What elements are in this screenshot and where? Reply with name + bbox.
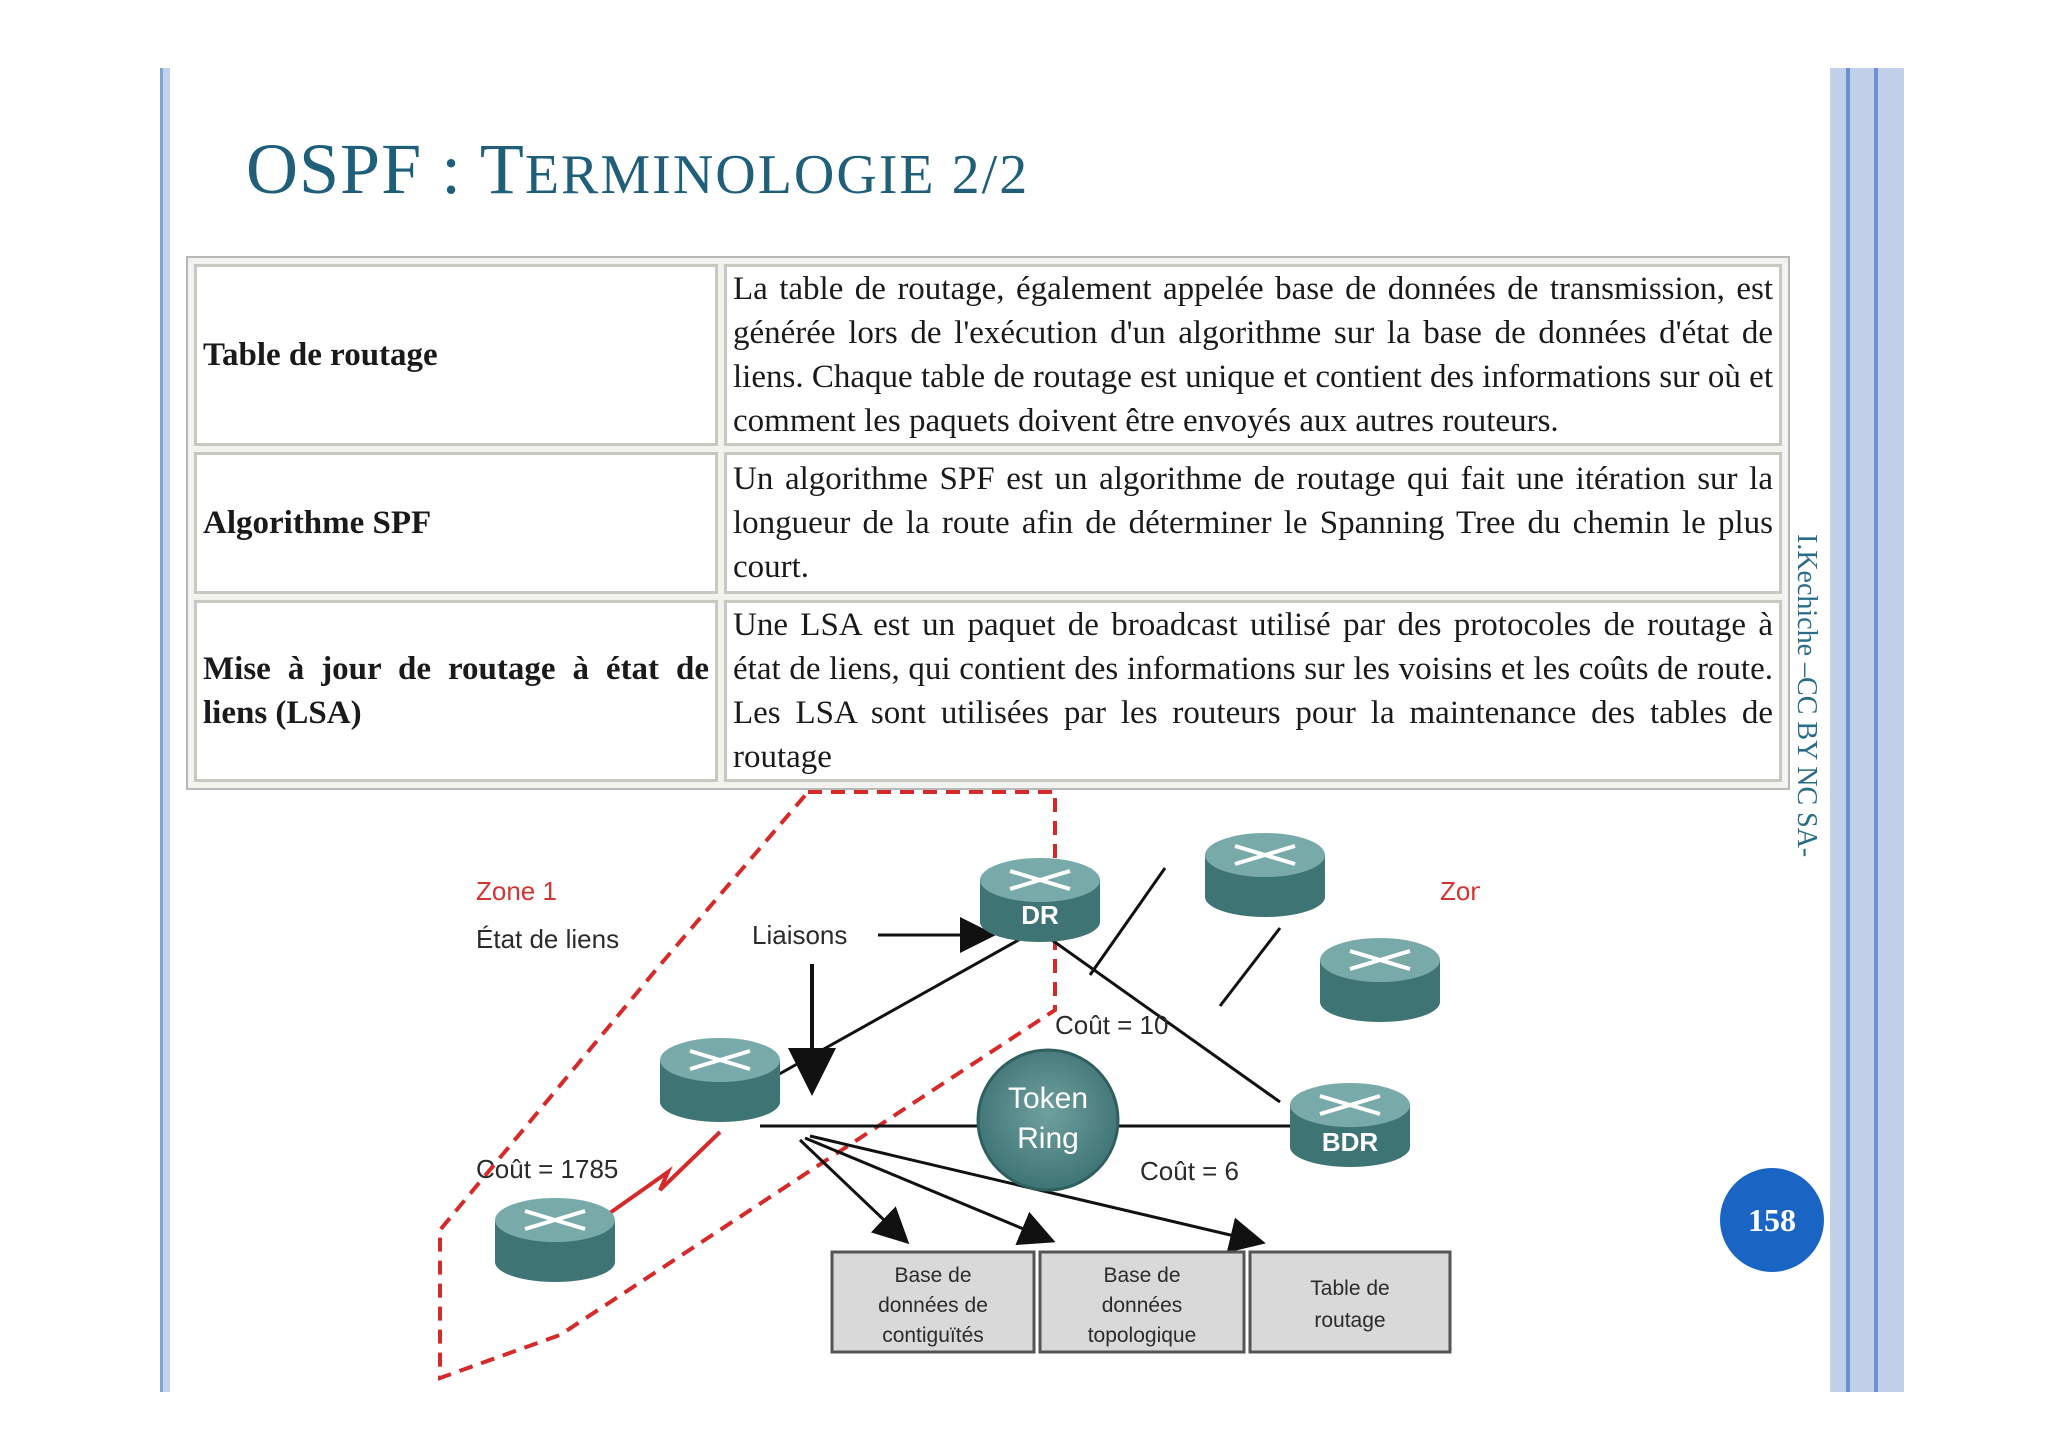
cost-label: Coût = 1785 — [476, 1154, 618, 1184]
left-decorative-bar — [160, 68, 170, 1392]
bdr-router-icon: BDR — [1290, 1083, 1410, 1167]
definition-cell: Un algorithme SPF est un algorithme de r… — [724, 452, 1782, 594]
serial-link-icon — [598, 1130, 722, 1222]
dr-label: DR — [1021, 900, 1059, 930]
router-icon — [1320, 938, 1440, 1022]
link-line — [1034, 926, 1281, 1104]
ospf-network-diagram: DR BDR Token — [400, 780, 1521, 1400]
zone1-label: Zone 1 — [476, 876, 557, 906]
token-ring-icon: Token Ring — [976, 1048, 1120, 1192]
right-decorative-bars — [1830, 68, 1904, 1392]
svg-text:données: données — [1102, 1294, 1183, 1317]
network-diagram-svg: DR BDR Token — [438, 790, 1521, 1381]
svg-text:Base de: Base de — [894, 1264, 971, 1287]
bdr-label: BDR — [1322, 1127, 1379, 1157]
link-line — [764, 926, 1041, 1084]
author-credit: I.Kechiche –CC BY NC SA- — [1791, 534, 1822, 858]
zone1-boundary — [438, 790, 1057, 1381]
link-line — [1088, 867, 1167, 976]
slide-title: OSPF : TERMINOLOGIE 2/2 — [246, 129, 1030, 209]
routing-table-box: Table de routage — [1248, 1250, 1452, 1354]
router-icon — [495, 1198, 615, 1282]
zone0-label: Zone 0 — [1440, 876, 1480, 906]
definition-cell: Une LSA est un paquet de broadcast utili… — [724, 600, 1782, 782]
token-ring-label: Token — [1008, 1082, 1088, 1115]
table-row: Mise à jour de routage à état de liens (… — [194, 600, 1782, 782]
topology-database-box: Base de données topologique — [1038, 1250, 1246, 1354]
cost-label: Coût = 6 — [1140, 1156, 1239, 1186]
token-ring-label: Ring — [1017, 1122, 1079, 1155]
definition-cell: La table de routage, également appelée b… — [724, 264, 1782, 446]
router-icon — [1205, 833, 1325, 917]
link-state-label: État de liens — [476, 924, 619, 954]
arrow-line — [804, 1136, 1056, 1246]
table-row: Algorithme SPF Un algorithme SPF est un … — [194, 452, 1782, 594]
arrow-line — [798, 1138, 910, 1245]
term-cell: Algorithme SPF — [194, 452, 718, 594]
page-number-badge: 158 — [1720, 1168, 1824, 1272]
table-row: Table de routage La table de routage, ég… — [194, 264, 1782, 446]
terminology-table: Table de routage La table de routage, ég… — [186, 256, 1790, 790]
link-line — [1218, 927, 1282, 1007]
cost-label: Coût = 10 — [1055, 1010, 1168, 1040]
svg-text:routage: routage — [1314, 1309, 1385, 1332]
svg-text:Base de: Base de — [1103, 1264, 1180, 1287]
dr-router-icon: DR — [980, 858, 1100, 942]
term-cell: Table de routage — [194, 264, 718, 446]
svg-text:contiguïtés: contiguïtés — [882, 1324, 984, 1347]
svg-text:données de: données de — [878, 1294, 988, 1317]
adjacency-database-box: Base de données de contiguïtés — [830, 1250, 1036, 1354]
term-cell: Mise à jour de routage à état de liens (… — [194, 600, 718, 782]
svg-text:Table de: Table de — [1310, 1277, 1389, 1300]
router-icon — [660, 1038, 780, 1122]
links-label: Liaisons — [752, 920, 847, 950]
svg-text:topologique: topologique — [1088, 1324, 1197, 1347]
